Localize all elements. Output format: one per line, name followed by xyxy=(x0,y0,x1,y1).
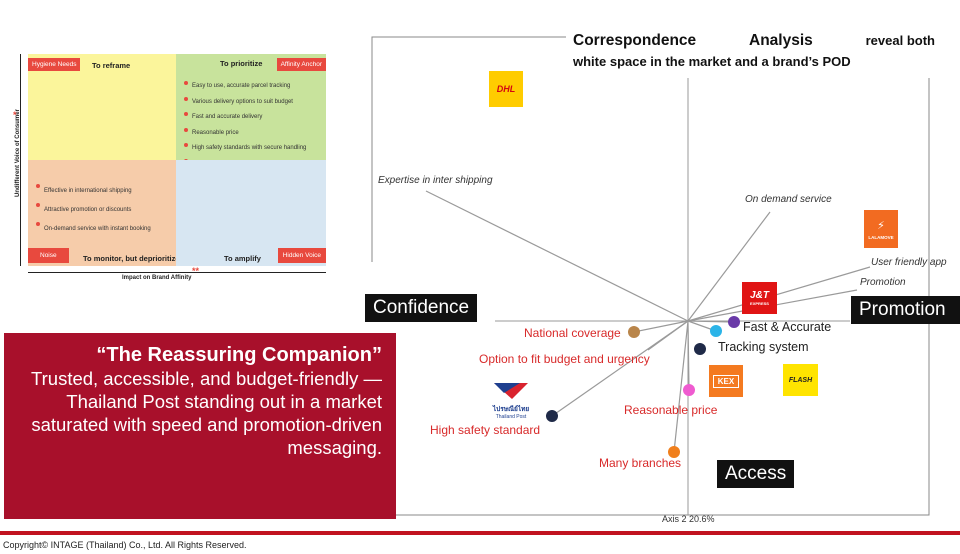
dot-tracking-dark xyxy=(694,343,706,355)
quadrant-title: To monitor, but deprioritize xyxy=(83,254,180,263)
list-item: Easy to use, accurate parcel tracking xyxy=(184,79,306,95)
jt-wordmark: J&T xyxy=(750,290,769,301)
vector-expertise xyxy=(425,190,689,322)
dot-tracking-light xyxy=(710,325,722,337)
label-expertise: Expertise in inter shipping xyxy=(378,175,493,186)
priority-matrix: Undifferent Voice of Consumer * Hygiene … xyxy=(12,40,342,290)
label-many-branches: Many branches xyxy=(599,456,682,470)
map-frame-top-left xyxy=(371,36,566,262)
headline-line2: white space in the market and a brand’s … xyxy=(573,54,851,69)
kex-wordmark: KEX xyxy=(712,374,740,388)
list-item: On-demand service with instant booking xyxy=(36,220,151,239)
brand-flash-logo: FLASH xyxy=(783,364,818,396)
dimension-confidence: Confidence xyxy=(365,294,478,322)
dot-fast-accurate xyxy=(728,316,740,328)
matrix-y-star: * xyxy=(13,110,17,120)
footer-rule xyxy=(0,531,960,535)
quadrant-reframe: Hygiene Needs To reframe xyxy=(28,54,176,160)
label-user-friendly: User friendly app xyxy=(871,257,947,268)
brand-dhl-logo: DHL xyxy=(489,71,523,107)
headline-word: Analysis xyxy=(749,32,813,49)
headline-word: reveal both xyxy=(865,33,935,48)
dimension-access: Access xyxy=(717,460,795,488)
quadrant-title: To amplify xyxy=(224,254,261,263)
lalamove-mark: ⚡ xyxy=(877,219,885,232)
label-reasonable-price: Reasonable price xyxy=(624,403,718,417)
tag-hidden-voice: Hidden Voice xyxy=(277,248,326,263)
quadrant-title: To reframe xyxy=(92,61,131,70)
lalamove-wordmark: LALAMOVE xyxy=(868,234,894,240)
quadrant-prioritize: To prioritize Affinity Anchor Easy to us… xyxy=(176,54,326,167)
quadrant-amplify: To amplify Hidden Voice xyxy=(176,160,326,266)
list-item: Reasonable price xyxy=(184,126,306,142)
list-item: Fast and accurate delivery xyxy=(184,110,306,126)
label-on-demand: On demand service xyxy=(745,194,832,205)
quadrant-title: To prioritize xyxy=(220,59,263,68)
label-high-safety: High safety standard xyxy=(430,423,541,437)
vector-on-demand xyxy=(687,211,771,322)
brand-jt-logo: J&T EXPRESS xyxy=(742,282,777,314)
thailand-post-en: Thailand Post xyxy=(495,414,527,420)
label-tracking-system: Tracking system xyxy=(718,340,809,354)
quadrant-monitor: Effective in international shipping Attr… xyxy=(28,160,180,266)
label-fast-accurate: Fast & Accurate xyxy=(743,320,832,334)
slide-headline: Correspondence Analysis reveal both whit… xyxy=(573,30,935,72)
flash-wordmark: FLASH xyxy=(788,376,813,384)
vector-many-branches xyxy=(673,320,689,453)
label-option-budget: Option to fit budget and urgency xyxy=(479,352,650,366)
matrix-y-axis xyxy=(20,54,21,266)
brand-kex-logo: KEX xyxy=(709,365,743,397)
jt-sub: EXPRESS xyxy=(750,301,769,306)
tag-affinity-anchor: Affinity Anchor xyxy=(276,58,326,71)
vector-national-coverage xyxy=(633,320,689,333)
axis2-label: Axis 2 20.6% xyxy=(662,514,715,524)
matrix-x-axis xyxy=(28,272,326,273)
list-item: Attractive promotion or discounts xyxy=(36,201,151,220)
vector-user-friendly xyxy=(687,266,871,322)
dot-national-coverage xyxy=(628,326,640,338)
tag-noise: Noise xyxy=(28,248,69,263)
brand-lalamove-logo: ⚡ LALAMOVE xyxy=(864,210,898,248)
headline-word: Correspondence xyxy=(573,32,697,49)
callout-body: Trusted, accessible, and budget-friendly… xyxy=(31,368,382,458)
dhl-wordmark: DHL xyxy=(496,84,516,94)
list-item: Effective in international shipping xyxy=(36,182,151,201)
thailand-post-emblem-icon xyxy=(494,383,528,399)
positioning-callout: “The Reassuring Companion” Trusted, acce… xyxy=(4,333,396,519)
callout-title: “The Reassuring Companion” xyxy=(96,344,382,366)
dot-reasonable-price xyxy=(683,384,695,396)
list-item: High safety standards with secure handli… xyxy=(184,141,306,157)
vector-high-safety xyxy=(551,320,689,417)
vector-reasonable-price xyxy=(687,320,690,391)
brand-thailand-post-logo: ไปรษณีย์ไทย Thailand Post xyxy=(490,379,532,420)
monitor-list: Effective in international shipping Attr… xyxy=(36,182,151,239)
matrix-x-star: ** xyxy=(192,266,200,276)
dot-many-branches xyxy=(668,446,680,458)
vector-fast-accurate xyxy=(687,320,734,323)
list-item: Various delivery options to suit budget xyxy=(184,95,306,111)
thailand-post-thai: ไปรษณีย์ไทย xyxy=(492,406,530,413)
matrix-x-label: Impact on Brand Affinity xyxy=(122,275,192,281)
dimension-promotion: Promotion xyxy=(851,296,960,324)
copyright-text: Copyright© INTAGE (Thailand) Co., Ltd. A… xyxy=(3,540,247,550)
dot-high-safety xyxy=(546,410,558,422)
label-promotion-vector: Promotion xyxy=(860,277,906,288)
label-national-coverage: National coverage xyxy=(524,326,621,340)
tag-hygiene-needs: Hygiene Needs xyxy=(28,58,81,71)
